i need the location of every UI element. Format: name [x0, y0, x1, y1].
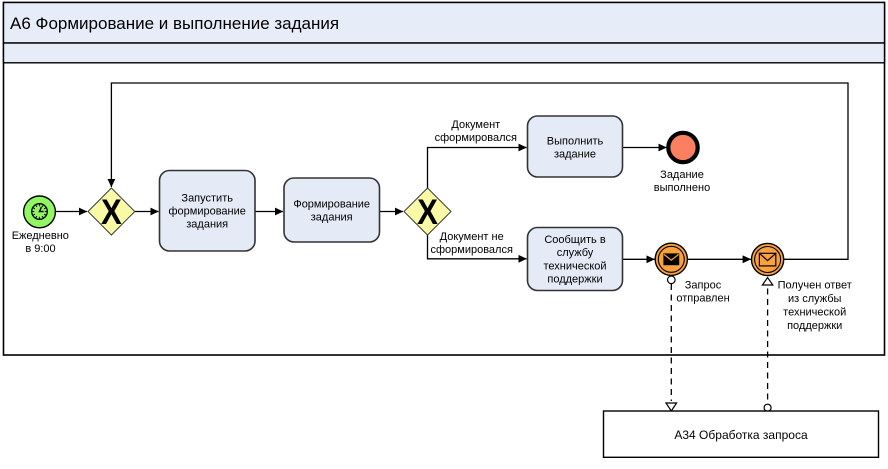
svg-text:X: X: [417, 193, 438, 232]
svg-text:Получен ответ: Получен ответ: [778, 280, 852, 292]
svg-text:Выполнить: Выполнить: [547, 136, 604, 148]
svg-text:Документ: Документ: [451, 119, 500, 131]
svg-text:формирование: формирование: [168, 205, 245, 217]
svg-text:Документ не: Документ не: [440, 231, 504, 243]
svg-text:задания: задания: [186, 218, 228, 230]
svg-text:поддержки: поддержки: [547, 274, 602, 286]
svg-text:выполнено: выполнено: [654, 182, 710, 194]
svg-text:Сообщить в: Сообщить в: [544, 234, 605, 246]
svg-text:А6 Формирование и выполнение з: А6 Формирование и выполнение задания: [10, 14, 339, 33]
svg-text:технической: технической: [783, 307, 846, 319]
svg-text:Запрос: Запрос: [685, 280, 722, 292]
svg-text:поддержки: поддержки: [787, 320, 842, 332]
svg-text:Запустить: Запустить: [181, 192, 233, 204]
svg-text:отправлен: отправлен: [676, 293, 729, 305]
svg-text:сформировался: сформировался: [435, 132, 517, 144]
svg-text:сформировался: сформировался: [430, 244, 512, 256]
svg-text:Формирование: Формирование: [293, 198, 370, 210]
svg-text:службу: службу: [557, 247, 594, 259]
svg-text:Задание: Задание: [660, 169, 704, 181]
svg-text:из службы: из службы: [788, 293, 842, 305]
svg-text:X: X: [101, 193, 122, 232]
svg-text:Ежедневно: Ежедневно: [12, 230, 69, 242]
svg-text:в 9:00: в 9:00: [25, 243, 55, 255]
svg-text:А34 Обработка запроса: А34 Обработка запроса: [674, 428, 808, 442]
svg-text:технической: технической: [543, 261, 606, 273]
svg-text:задания: задания: [311, 211, 353, 223]
svg-text:задание: задание: [554, 149, 596, 161]
